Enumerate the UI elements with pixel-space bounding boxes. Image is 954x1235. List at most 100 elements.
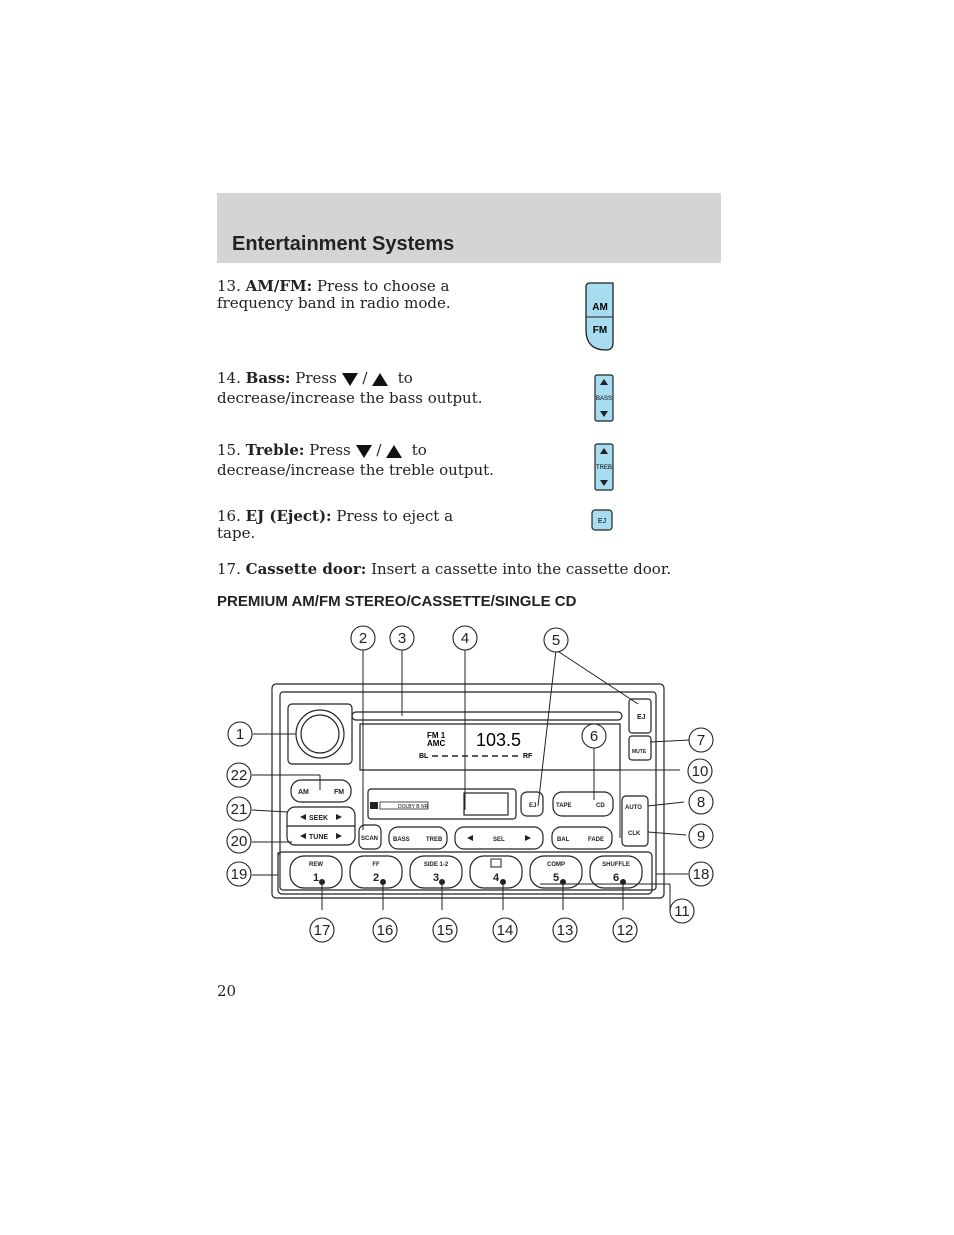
- item-text: to: [411, 441, 427, 459]
- preset-label: SHUFFLE: [602, 862, 630, 868]
- item-bass: 14. Bass: Press / to decrease/increase t…: [217, 370, 517, 407]
- callout-label: 15: [437, 922, 454, 939]
- faceplate: [271, 683, 665, 899]
- preset-number: 1: [313, 872, 319, 884]
- item-text: decrease/increase the bass output.: [217, 389, 483, 407]
- item-number: 17.: [217, 560, 241, 578]
- section-title: PREMIUM AM/FM STEREO/CASSETTE/SINGLE CD: [217, 593, 577, 610]
- tune-label: TUNE: [309, 834, 328, 841]
- callout-label: 7: [697, 732, 705, 749]
- item-number: 15.: [217, 441, 241, 459]
- preset-label: SIDE 1-2: [424, 862, 449, 868]
- callout-label: 2: [359, 630, 367, 647]
- item-text: to: [397, 369, 413, 387]
- item-number: 13.: [217, 277, 241, 295]
- down-arrow-icon: [355, 444, 372, 458]
- ej-button-icon: EJ: [591, 509, 613, 531]
- fm-label: FM: [593, 325, 607, 336]
- callout-label: 22: [231, 767, 248, 784]
- preset-number: 2: [373, 872, 379, 884]
- item-text: Insert a cassette into the cassette door…: [371, 560, 672, 578]
- callout-label: 18: [693, 866, 710, 883]
- am-button-label: AM: [298, 789, 309, 796]
- bass-button-icon: BASS: [594, 374, 614, 422]
- display-amc: AMC: [427, 739, 445, 748]
- preset-number: 3: [433, 872, 439, 884]
- item-text: frequency band in radio mode.: [217, 294, 451, 312]
- display-frequency: 103.5: [476, 730, 521, 750]
- item-label: Bass:: [245, 369, 291, 387]
- item-treble: 15. Treble: Press / to decrease/increase…: [217, 442, 517, 479]
- ej-tape-label: EJ: [529, 803, 536, 809]
- ej-main-label: EJ: [637, 714, 646, 721]
- preset-label: COMP: [547, 862, 565, 868]
- auto-label: AUTO: [625, 805, 642, 811]
- callout-label: 1: [236, 726, 244, 743]
- item-text: /: [362, 369, 368, 387]
- seek-label: SEEK: [309, 815, 328, 822]
- item-label: EJ (Eject):: [245, 507, 332, 525]
- callout-label: 20: [231, 833, 248, 850]
- tape-label: TAPE: [556, 803, 572, 809]
- callout-label: 11: [674, 903, 690, 920]
- item-eject: 16. EJ (Eject): Press to eject a tape.: [217, 508, 477, 542]
- radio-diagram: FM 1 AMC 103.5 BL RF DOLBY B NR EJ MUTE …: [226, 625, 714, 943]
- item-label: AM/FM:: [245, 277, 313, 295]
- section-header: Entertainment Systems: [217, 193, 721, 263]
- am-label: AM: [592, 302, 608, 313]
- cd-label: CD: [596, 803, 605, 809]
- preset-number: 6: [613, 872, 619, 884]
- item-number: 14.: [217, 369, 241, 387]
- bass-label: BASS: [596, 396, 612, 402]
- amfm-button-icon: AM FM: [585, 282, 614, 351]
- display-band: FM 1: [427, 731, 446, 740]
- sel-label: SEL: [493, 837, 505, 843]
- preset-label: FF: [372, 862, 380, 868]
- callout-label: 4: [461, 630, 469, 647]
- fm-button-label: FM: [334, 789, 344, 796]
- item-text: Press to eject a: [336, 507, 454, 525]
- treb-diagram-label: TREB: [426, 837, 443, 843]
- mute-label: MUTE: [632, 749, 647, 755]
- bal-label: BAL: [557, 837, 570, 843]
- item-cassette-door: 17. Cassette door: Insert a cassette int…: [217, 561, 697, 578]
- display-rf: RF: [523, 753, 533, 760]
- bass-diagram-label: BASS: [393, 837, 410, 843]
- callout-label: 12: [617, 922, 634, 939]
- preset-number: 5: [553, 872, 559, 884]
- item-text: Press: [309, 441, 351, 459]
- item-text: /: [376, 441, 382, 459]
- dolby-preset-icon: [490, 858, 502, 868]
- display-bl: BL: [419, 753, 429, 760]
- down-arrow-icon: [341, 372, 358, 386]
- page-number: 20: [217, 982, 237, 1000]
- item-text: Press to choose a: [316, 277, 450, 295]
- up-arrow-icon: [372, 372, 389, 386]
- callout-label: 10: [692, 763, 709, 780]
- callout-label: 5: [552, 632, 560, 649]
- treb-label: TREB: [596, 465, 612, 471]
- callout-label: 13: [557, 922, 574, 939]
- item-number: 16.: [217, 507, 241, 525]
- dolby-label: DOLBY B NR: [398, 804, 429, 810]
- button-icons: AM FM BASS TREB EJ: [585, 282, 614, 531]
- up-arrow-icon: [386, 444, 403, 458]
- callout-label: 17: [314, 922, 331, 939]
- item-text: Press: [295, 369, 337, 387]
- callout-label: 16: [377, 922, 394, 939]
- callout-label: 21: [231, 801, 248, 818]
- item-label: Cassette door:: [245, 560, 367, 578]
- clk-label: CLK: [628, 831, 641, 837]
- page-title: Entertainment Systems: [232, 233, 455, 255]
- callout-label: 9: [697, 828, 705, 845]
- callout-label: 6: [590, 728, 598, 745]
- cassette-door: [367, 788, 517, 820]
- callout-label: 3: [398, 630, 406, 647]
- preset-label: REW: [309, 862, 323, 868]
- callout-label: 19: [231, 866, 248, 883]
- item-label: Treble:: [245, 441, 305, 459]
- item-text: tape.: [217, 524, 256, 542]
- ej-label: EJ: [598, 518, 606, 525]
- item-text: decrease/increase the treble output.: [217, 461, 494, 479]
- scan-label: SCAN: [361, 836, 378, 842]
